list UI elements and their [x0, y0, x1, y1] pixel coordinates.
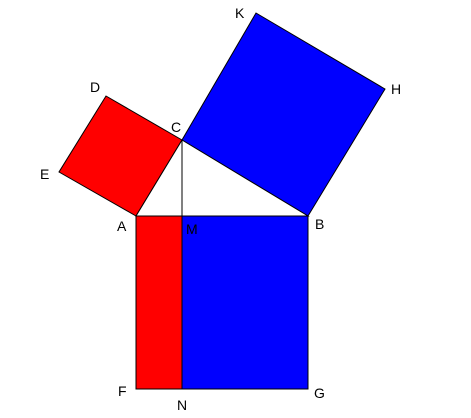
label-d: D [90, 79, 100, 95]
label-a: A [117, 218, 127, 234]
label-f: F [118, 383, 127, 399]
label-h: H [391, 81, 401, 97]
label-g: G [314, 385, 325, 401]
label-n: N [177, 397, 187, 413]
label-m: M [186, 221, 198, 237]
rectangle-mbgn [181, 215, 309, 390]
label-k: K [235, 5, 245, 21]
label-c: C [171, 119, 181, 135]
rectangle-amnf [135, 215, 183, 390]
label-e: E [40, 166, 49, 182]
label-b: B [315, 216, 324, 232]
